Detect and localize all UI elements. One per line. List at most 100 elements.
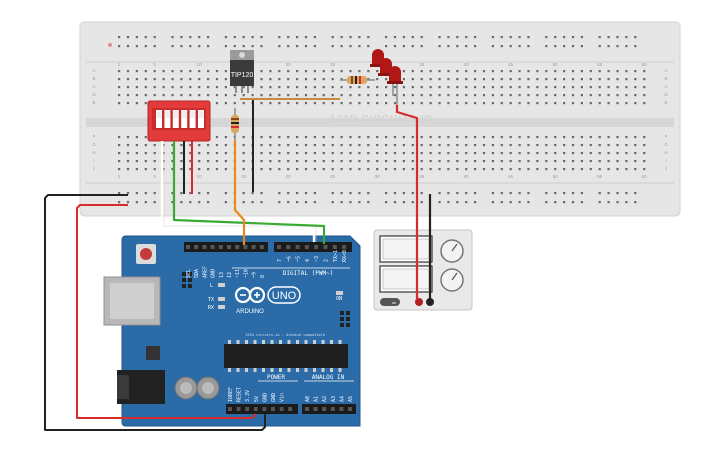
voltage-regulator: [146, 346, 160, 360]
breadboard-row-letter: C: [92, 84, 96, 89]
dip-toggle[interactable]: [164, 110, 171, 128]
pin-label: 8: [260, 275, 266, 278]
breadboard-row-letter: D: [92, 92, 96, 97]
voltage-knob[interactable]: [440, 239, 464, 263]
breadboard-watermark: 123D.CIRCUITS.IO: [330, 114, 433, 125]
atmega-chip: [224, 340, 348, 372]
resistor-base: [231, 108, 239, 140]
dip-toggle[interactable]: [172, 110, 179, 128]
breadboard-column-number: 5: [153, 62, 156, 67]
led-rx: [218, 305, 225, 309]
board-caption: 123d.circuits.io - Arduino compatible: [245, 333, 325, 337]
breadboard-column-number: 5: [153, 174, 156, 179]
power-label: POWER: [267, 374, 285, 381]
pin-label: ~6: [286, 256, 292, 262]
dip-toggle[interactable]: [198, 110, 204, 128]
pin-label: ~5: [296, 256, 302, 262]
pin-label: A2: [322, 396, 328, 402]
breadboard-column-number: 40: [464, 174, 470, 179]
pin-label: ~10: [243, 269, 249, 278]
breadboard-row-letter: H: [664, 150, 667, 155]
power-supply: on: [373, 229, 473, 311]
pin-label: A5: [348, 396, 354, 402]
breadboard-row-letter: A: [664, 68, 667, 73]
terminal-negative[interactable]: [426, 298, 434, 306]
pin-label: A0: [305, 396, 311, 402]
breadboard-column-number: 60: [642, 62, 648, 67]
pin-label: 13: [219, 272, 225, 278]
power-supply-on-button[interactable]: on: [380, 298, 400, 306]
pin-label: SDA: [194, 269, 200, 278]
pin-label: RX<0: [342, 250, 348, 262]
breadboard-column-number: 30: [375, 174, 381, 179]
pin-label: GND: [262, 393, 268, 402]
pin-label: 2: [324, 259, 330, 262]
pin-label: 7: [277, 259, 283, 262]
header-digital-left: [184, 242, 268, 252]
led-on: [336, 291, 343, 295]
breadboard-column-number: 50: [553, 62, 559, 67]
breadboard-row-letter: F: [93, 134, 96, 139]
center-channel: [86, 118, 674, 127]
breadboard-row-letter: I: [93, 158, 94, 163]
breadboard-column-number: 25: [330, 62, 336, 67]
dip-toggle[interactable]: [156, 110, 162, 128]
wire-red-5v: [76, 204, 257, 419]
breadboard-column-number: 20: [286, 174, 292, 179]
wire-orange: [233, 140, 246, 245]
led-tx: [218, 297, 225, 301]
breadboard-column-number: 45: [508, 62, 514, 67]
tip120-transistor: TIP120: [230, 50, 254, 93]
breadboard-column-number: 40: [464, 62, 470, 67]
pin-label: IOREF: [228, 387, 234, 402]
dip-switch[interactable]: [147, 100, 211, 142]
pin-label: Vin: [280, 393, 286, 402]
led-cluster: [370, 49, 403, 105]
wire-red-supply: [395, 105, 419, 300]
dip-toggle[interactable]: [181, 110, 188, 128]
resistor-led: [340, 76, 375, 84]
dip-toggle[interactable]: [189, 110, 196, 128]
breadboard-column-number: 45: [508, 174, 514, 179]
rx-label: RX: [208, 305, 214, 311]
breadboard-row-letter: G: [664, 142, 668, 147]
breadboard-column-number: 10: [197, 174, 203, 179]
breadboard-column-number: 55: [597, 62, 603, 67]
pin-label: 12: [227, 272, 233, 278]
reset-button[interactable]: [136, 244, 156, 264]
dip-switch-toggles[interactable]: [156, 110, 204, 128]
analog-label: ANALOG IN: [312, 374, 345, 381]
breadboard-row-letter: E: [664, 100, 667, 105]
breadboard-row-letter: H: [92, 150, 95, 155]
pin-label: ~9: [252, 272, 258, 278]
current-knob[interactable]: [440, 268, 464, 292]
breadboard-column-number: 50: [553, 174, 559, 179]
pin-label: A1: [314, 396, 320, 402]
icsp-header-1: [182, 272, 192, 288]
breadboard-column-number: 35: [419, 62, 425, 67]
pin-label: 5V: [254, 396, 260, 402]
wire-white-outline: [163, 141, 317, 242]
led-2: [378, 58, 394, 76]
breadboard-column-number: 10: [197, 62, 203, 67]
breadboard-column-number: 1: [118, 62, 121, 67]
breadboard-column-number: 35: [419, 174, 425, 179]
breadboard-column-number: 1: [118, 174, 121, 179]
pin-label: TX>1: [333, 250, 339, 262]
header-power: [226, 404, 298, 414]
breadboard-row-letter: B: [92, 76, 95, 81]
wire-white: [160, 141, 316, 242]
pin-label: GND: [271, 393, 277, 402]
breadboard-column-number: 55: [597, 174, 603, 179]
pin-label: 4: [305, 259, 311, 262]
on-label: ON: [336, 296, 342, 302]
uno-logo-text: UNO: [272, 290, 297, 302]
tx-label: TX: [208, 297, 214, 303]
breadboard-column-number: 15: [241, 174, 247, 179]
